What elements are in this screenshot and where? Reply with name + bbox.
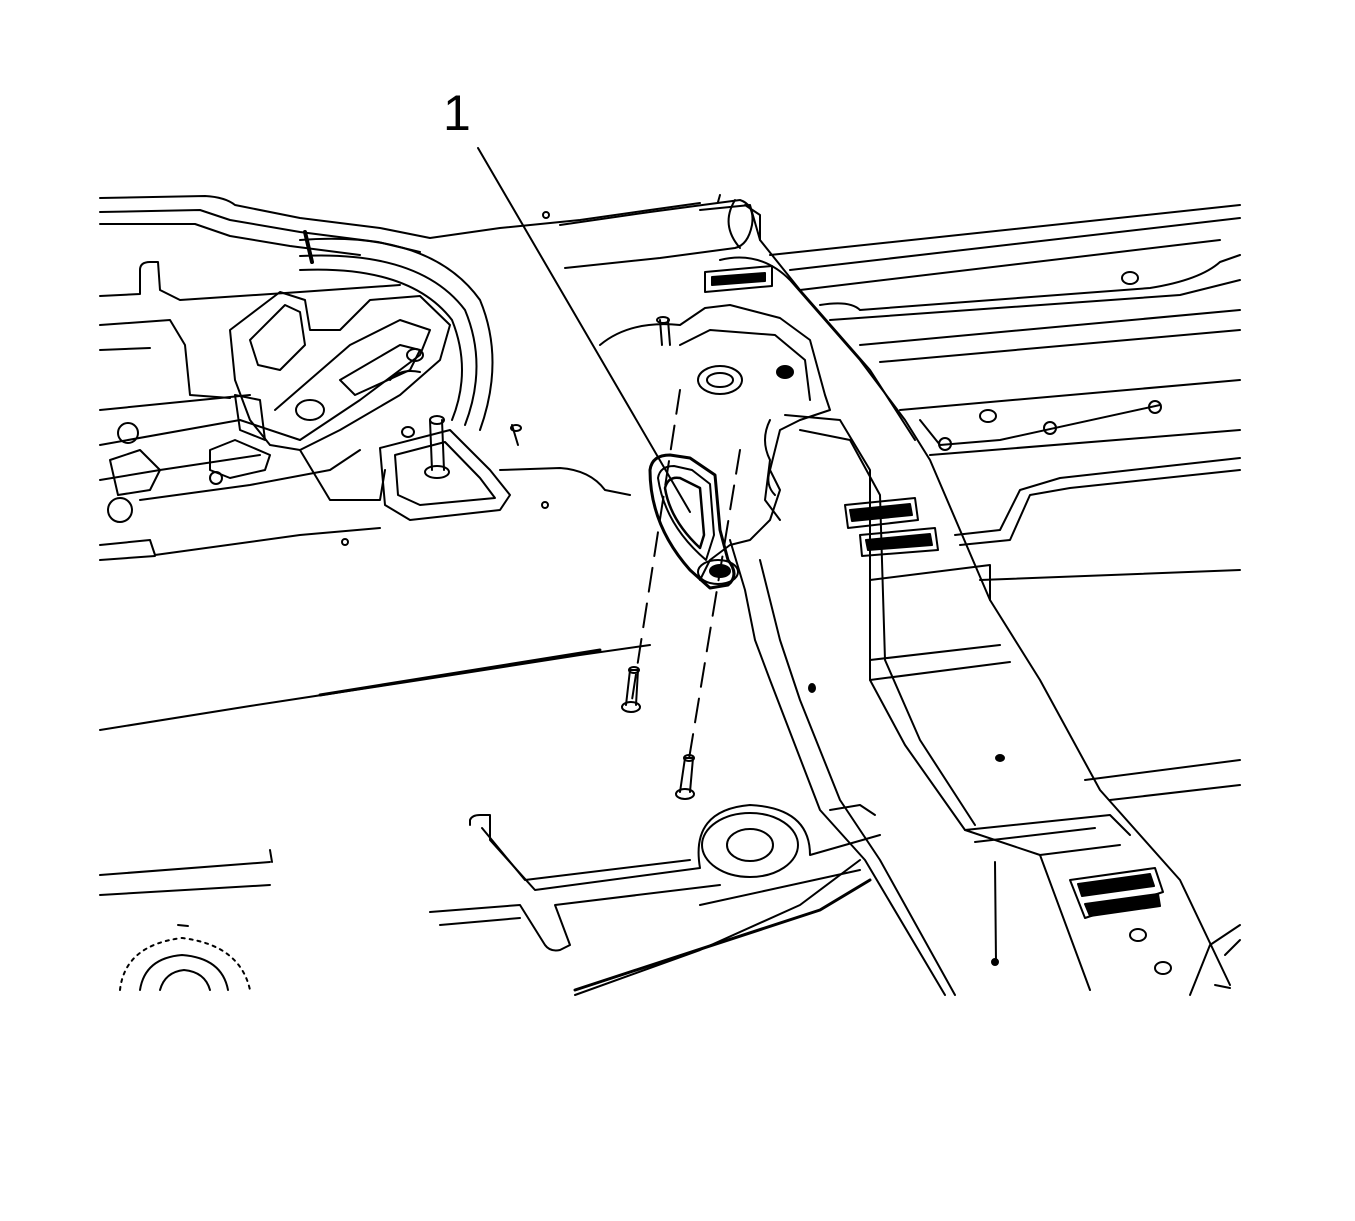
center-bracket (599, 304, 831, 581)
keyhole-drain-area (429, 804, 881, 952)
cable-bracket-assembly (99, 291, 451, 523)
right-frame-rail (699, 204, 1241, 996)
fastener-alignment-lines (631, 389, 741, 766)
stamped-slots (704, 265, 1164, 919)
callout-leader-line (477, 147, 691, 513)
left-floor-pan (341, 211, 631, 546)
floor-panel-lines (99, 644, 872, 996)
curved-bracket-arc (299, 230, 494, 431)
callout-label-1: 1 (443, 85, 471, 141)
upper-left-frame-rail (99, 195, 701, 561)
upper-right-crossmember (559, 194, 1241, 801)
drain-plug-lower-left (119, 924, 251, 991)
fastener-bolt-lower (675, 754, 695, 800)
part-1-isolator (648, 453, 739, 590)
fastener-bolt-upper (621, 666, 641, 713)
